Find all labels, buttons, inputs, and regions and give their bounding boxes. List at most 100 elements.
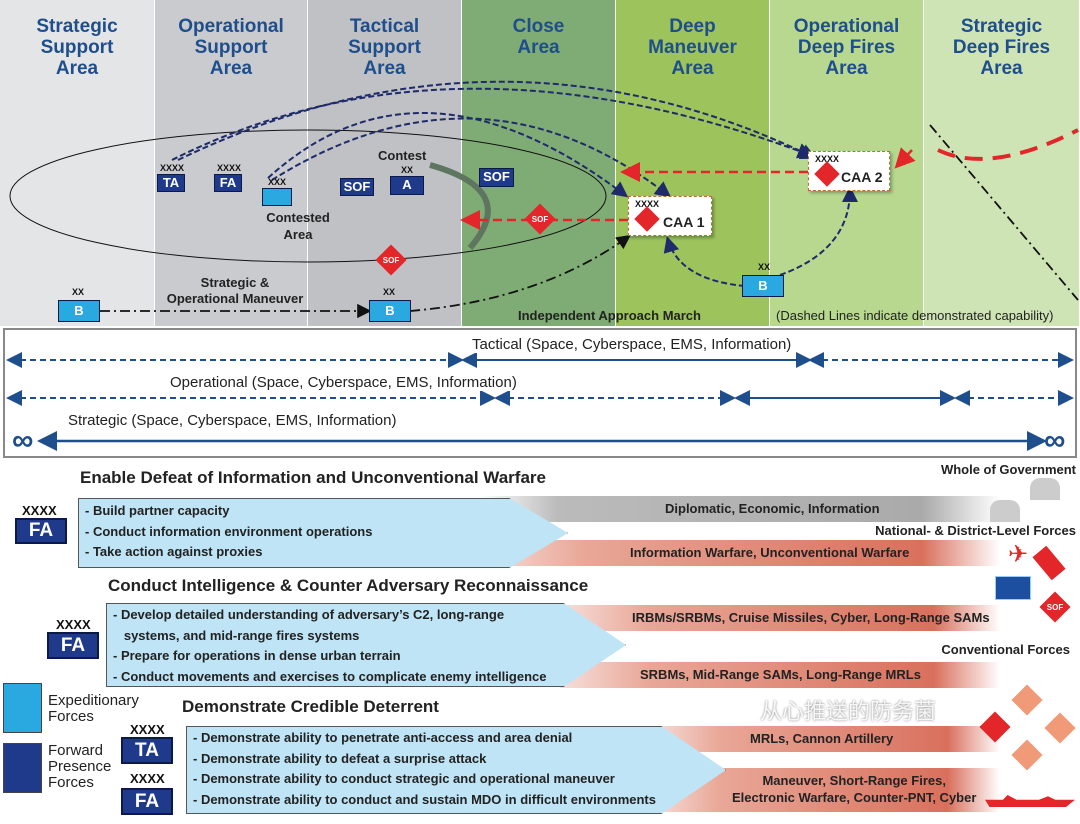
area-title: Operational Deep Fires Area — [793, 16, 900, 79]
enemy-unit-diamond — [1044, 712, 1076, 744]
sof-diamond-label: SOF — [382, 256, 400, 265]
maneuver-label: Strategic & Operational Maneuver — [166, 275, 304, 306]
whole-of-government-label: Whole of Government — [940, 462, 1076, 477]
red-boundary-arc — [937, 128, 1079, 161]
area-title: Deep Maneuver Area — [648, 16, 737, 79]
national-forces-label: National- & District-Level Forces — [875, 523, 1076, 538]
area-column: Strategic Deep Fires Area — [924, 0, 1080, 326]
enemy-unit-diamond — [1011, 739, 1043, 771]
a-unit: A — [390, 176, 424, 195]
echelon-label: XXXX — [815, 154, 840, 164]
approach-arrow — [409, 234, 631, 312]
echelon-label: XX — [72, 287, 85, 297]
section-heading: Demonstrate Credible Deterrent — [182, 697, 439, 716]
task-item: systems, and mid-range fires systems — [113, 627, 360, 643]
section-heading: Conduct Intelligence & Counter Adversary… — [108, 576, 589, 595]
watermark: 从心推送的防务菌 — [760, 699, 937, 724]
government-building-icon — [1030, 478, 1060, 500]
band-srbms — [560, 662, 1000, 688]
fa-unit: FA — [121, 788, 173, 815]
operations-overlay — [9, 80, 1079, 319]
task-item: - Take action against proxies — [85, 544, 263, 559]
band-info-warfare-label: Information Warfare, Unconventional Warf… — [630, 545, 910, 560]
echelon-label: XXXX — [22, 503, 57, 518]
area-column: Tactical Support Area — [308, 0, 462, 326]
band-mrls-label: MRLs, Cannon Artillery — [750, 731, 894, 746]
section-2-tasks: - Develop detailed understanding of adve… — [106, 603, 626, 687]
section-1-tasks: - Build partner capacity - Conduct infor… — [78, 498, 568, 568]
area-title: Strategic Support Area — [36, 16, 118, 79]
red-arrow-sdf — [894, 147, 916, 169]
area-title: Tactical Support Area — [348, 16, 421, 79]
contested-area-ellipse — [9, 129, 607, 263]
ta-unit: TA — [121, 737, 173, 764]
band-diplomatic — [480, 496, 1000, 522]
arc-xxx-caa1 — [267, 112, 629, 198]
task-item: - Demonstrate ability to conduct and sus… — [193, 791, 656, 807]
conventional-forces-label: Conventional Forces — [941, 642, 1070, 657]
band-srbms-label: SRBMs, Mid-Range SAMs, Long-Range MRLs — [640, 667, 921, 682]
echelon-label: XXXX — [56, 617, 91, 632]
arc-xxx-caa1b — [271, 117, 672, 198]
echelon-label: XX — [383, 287, 396, 297]
echelon-label: XXXX — [217, 163, 242, 173]
band-info-warfare — [480, 540, 1000, 566]
boundary-line — [929, 124, 1079, 301]
task-item: - Demonstrate ability to penetrate anti-… — [193, 730, 573, 745]
b-unit: B — [58, 300, 100, 322]
infinity-icon: ∞ — [12, 424, 34, 457]
band-maneuver-label: Maneuver, Short-Range Fires, Electronic … — [732, 773, 977, 805]
dashed-note: (Dashed Lines indicate demonstrated capa… — [776, 308, 1054, 323]
echelon-label: XXXX — [130, 771, 165, 786]
area-column: Close Area — [462, 0, 616, 326]
task-item: - Demonstrate ability to defeat a surpri… — [193, 750, 487, 766]
echelon-label: XXXX — [635, 199, 660, 209]
enemy-unit-diamond — [1011, 684, 1043, 716]
area-column: Strategic Support Area — [0, 0, 155, 326]
caa1-diamond — [634, 206, 660, 232]
approach-label: Independent Approach March — [518, 308, 701, 323]
domain-lines — [6, 352, 1074, 451]
echelon-label: XXX — [268, 177, 287, 187]
strategic-domain-label: Strategic (Space, Cyberspace, EMS, Infor… — [64, 412, 401, 429]
cyber-icon — [995, 576, 1031, 600]
echelon-label: XXXX — [160, 163, 185, 173]
task-item: - Develop detailed understanding of adve… — [113, 607, 505, 622]
fa-unit: FA — [15, 518, 67, 544]
fa-unit: FA — [47, 632, 99, 659]
task-item: - Conduct information environment operat… — [85, 523, 373, 539]
satellite-icon — [1032, 545, 1066, 581]
tactical-domain-label: Tactical (Space, Cyberspace, EMS, Inform… — [468, 336, 796, 353]
expeditionary-unit — [262, 188, 292, 206]
b-unit: B — [742, 275, 784, 297]
echelon-label: XX — [758, 262, 771, 272]
arc-b-caa1 — [663, 236, 746, 287]
echelon-label: XX — [401, 165, 414, 175]
task-item: - Demonstrate ability to conduct strateg… — [193, 771, 615, 786]
forward-legend-swatch — [3, 743, 42, 793]
band-diplomatic-label: Diplomatic, Economic, Information — [665, 501, 880, 516]
band-mrls — [650, 726, 1000, 752]
task-item: - Prepare for operations in dense urban … — [113, 648, 401, 663]
caa1-label: CAA 1 — [663, 214, 705, 230]
sof-unit-close: SOF — [479, 168, 514, 187]
band-irbms-label: IRBMs/SRBMs, Cruise Missiles, Cyber, Lon… — [632, 610, 990, 625]
area-title: Operational Support Area — [178, 16, 284, 79]
area-column: Operational Deep Fires Area — [770, 0, 924, 326]
caa2-box: XXXX CAA 2 — [808, 151, 890, 191]
area-title: Strategic Deep Fires Area — [952, 16, 1051, 79]
fa-unit: FA — [214, 174, 242, 192]
contest-label: Contest — [378, 148, 427, 163]
government-building-icon — [990, 500, 1020, 522]
area-title: Close Area — [512, 16, 565, 58]
caa2-label: CAA 2 — [841, 169, 883, 185]
task-item: - Build partner capacity — [85, 503, 230, 518]
sof-diamond-label: SOF — [1046, 603, 1064, 612]
caa1-box: XXXX CAA 1 — [628, 196, 712, 236]
contest-arc — [429, 162, 491, 250]
contested-area-label: Contested Area — [266, 210, 330, 242]
caa2-diamond — [814, 161, 840, 187]
section-3-tasks: - Demonstrate ability to penetrate anti-… — [186, 726, 726, 814]
task-item: - Conduct movements and exercises to com… — [113, 668, 547, 684]
forward-legend-label: Forward Presence Forces — [48, 742, 112, 791]
